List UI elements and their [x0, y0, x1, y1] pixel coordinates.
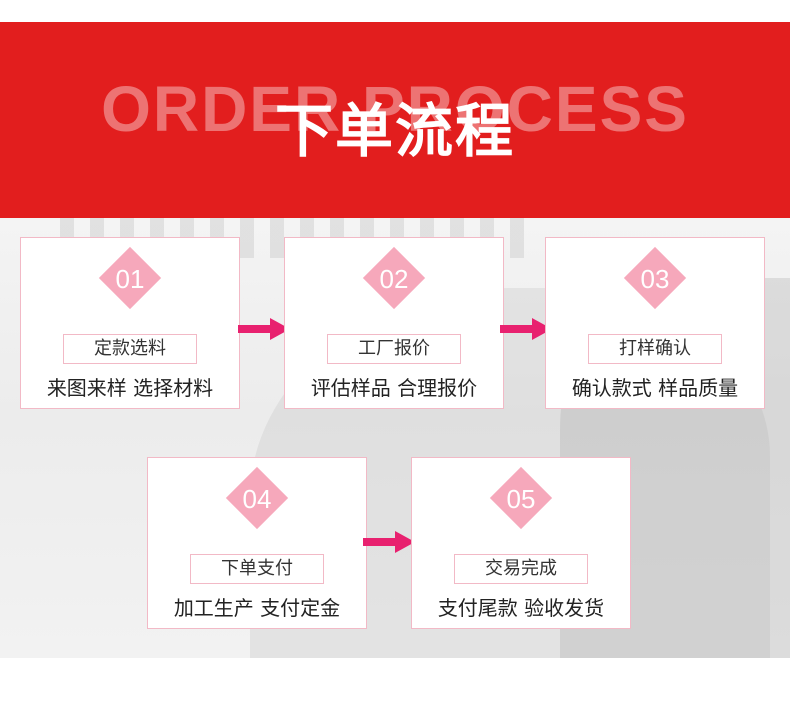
arrow-right-icon	[363, 531, 415, 553]
step-tag: 工厂报价	[327, 334, 461, 364]
step-number: 03	[640, 264, 670, 294]
step-card-04: 04 下单支付 加工生产 支付定金	[147, 457, 367, 629]
arrow-right-icon	[500, 318, 552, 340]
step-tag: 交易完成	[454, 554, 588, 584]
header-background-text: ORDER PROCESS	[101, 73, 689, 145]
step-description: 加工生产 支付定金	[173, 596, 341, 620]
step-description: 评估样品 合理报价	[310, 376, 478, 400]
step-card-05: 05 交易完成 支付尾款 验收发货	[411, 457, 631, 629]
step-description: 确认款式 样品质量	[571, 376, 739, 400]
step-number: 05	[506, 484, 536, 514]
step-number: 04	[242, 484, 272, 514]
step-tag: 定款选料	[63, 334, 197, 364]
step-number: 01	[115, 264, 145, 294]
step-card-03: 03 打样确认 确认款式 样品质量	[545, 237, 765, 409]
step-description: 来图来样 选择材料	[46, 376, 214, 400]
arrow-right-icon	[238, 318, 290, 340]
step-tag: 打样确认	[588, 334, 722, 364]
step-card-01: 01 定款选料 来图来样 选择材料	[20, 237, 240, 409]
step-tag: 下单支付	[190, 554, 324, 584]
step-number: 02	[379, 264, 409, 294]
step-description: 支付尾款 验收发货	[437, 596, 605, 620]
header-banner: ORDER PROCESS 下单流程	[0, 22, 790, 218]
step-card-02: 02 工厂报价 评估样品 合理报价	[284, 237, 504, 409]
page-title: 下单流程	[274, 97, 515, 165]
